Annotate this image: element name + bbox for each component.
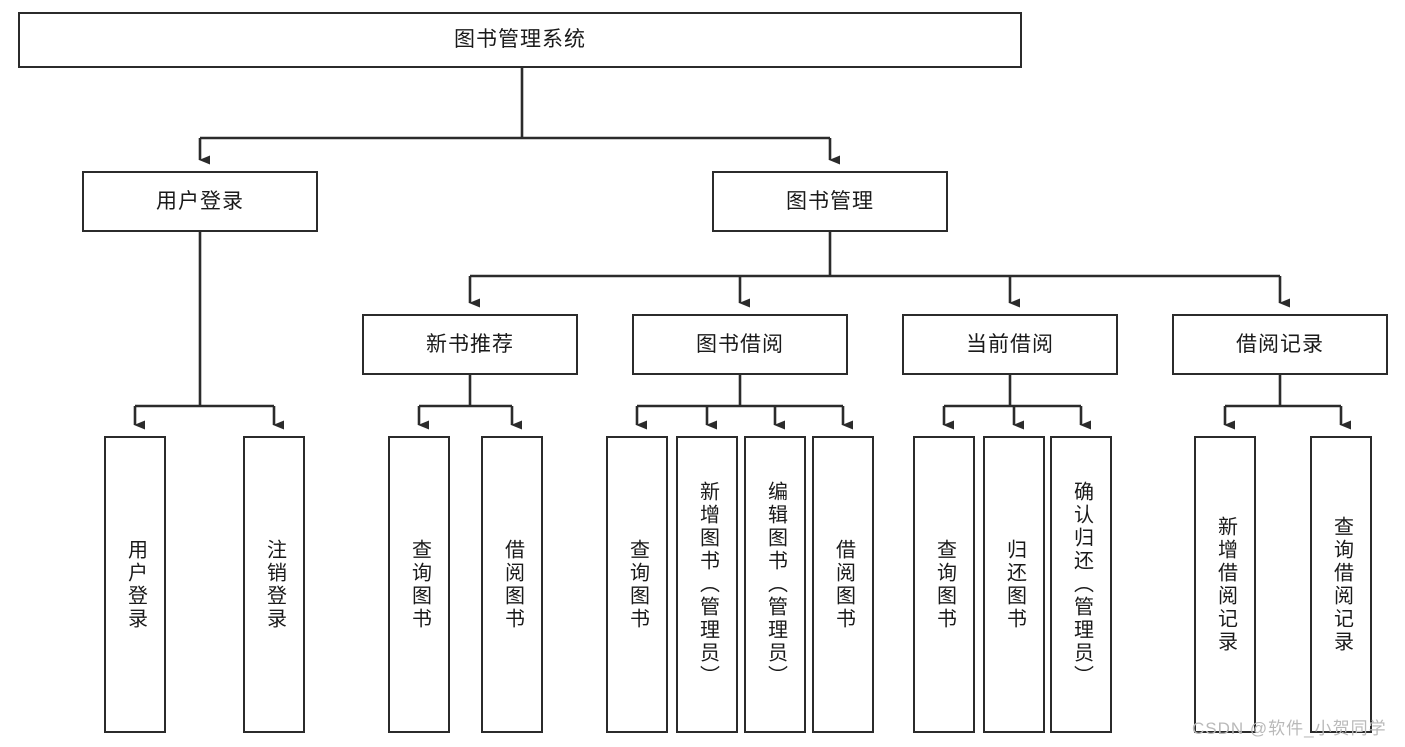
leaf-add-book-admin-label: 新增图书（管理员）: [696, 481, 719, 688]
leaf-return-book[interactable]: 归还图书: [983, 436, 1045, 733]
leaf-add-borrow-record[interactable]: 新增借阅记录: [1194, 436, 1256, 733]
node-current-borrow[interactable]: 当前借阅: [902, 314, 1118, 375]
leaf-return-book-label: 归还图书: [1003, 538, 1026, 631]
edge-group-root: [198, 68, 840, 165]
edge-group-new-book-recommend: [417, 375, 522, 430]
node-root-label: 图书管理系统: [454, 28, 586, 52]
edge-group-user-login: [133, 232, 284, 430]
leaf-borrow-book-rec-label: 借阅图书: [501, 538, 524, 631]
node-borrow-record-label: 借阅记录: [1236, 332, 1324, 356]
leaf-query-book-rec-label: 查询图书: [408, 538, 431, 631]
node-book-borrow[interactable]: 图书借阅: [632, 314, 848, 375]
leaf-edit-book-admin-label: 编辑图书（管理员）: [764, 481, 787, 688]
leaf-edit-book-admin[interactable]: 编辑图书（管理员）: [744, 436, 806, 733]
node-book-management-label: 图书管理: [786, 189, 874, 213]
node-book-borrow-label: 图书借阅: [696, 332, 784, 356]
leaf-user-login-label: 用户登录: [124, 538, 147, 631]
leaf-query-book-borrow-label: 查询图书: [626, 538, 649, 631]
leaf-borrow-book-rec[interactable]: 借阅图书: [481, 436, 543, 733]
leaf-user-login[interactable]: 用户登录: [104, 436, 166, 733]
node-user-login[interactable]: 用户登录: [82, 171, 318, 232]
leaf-add-book-admin[interactable]: 新增图书（管理员）: [676, 436, 738, 733]
leaf-borrow-book-label: 借阅图书: [832, 538, 855, 631]
leaf-add-borrow-record-label: 新增借阅记录: [1214, 515, 1237, 654]
node-new-book-recommend[interactable]: 新书推荐: [362, 314, 578, 375]
leaf-query-borrow-record[interactable]: 查询借阅记录: [1310, 436, 1372, 733]
leaf-query-book-borrow[interactable]: 查询图书: [606, 436, 668, 733]
leaf-logout[interactable]: 注销登录: [243, 436, 305, 733]
leaf-query-borrow-record-label: 查询借阅记录: [1330, 515, 1353, 654]
edge-group-borrow-record: [1223, 375, 1351, 430]
node-borrow-record[interactable]: 借阅记录: [1172, 314, 1388, 375]
leaf-confirm-return-admin[interactable]: 确认归还（管理员）: [1050, 436, 1112, 733]
edge-group-book-management: [468, 232, 1290, 308]
node-root[interactable]: 图书管理系统: [18, 12, 1022, 68]
node-current-borrow-label: 当前借阅: [966, 332, 1054, 356]
node-new-book-recommend-label: 新书推荐: [426, 332, 514, 356]
edge-group-book-borrow: [635, 375, 853, 430]
node-book-management[interactable]: 图书管理: [712, 171, 948, 232]
leaf-logout-label: 注销登录: [263, 538, 286, 631]
leaf-borrow-book[interactable]: 借阅图书: [812, 436, 874, 733]
node-user-login-label: 用户登录: [156, 189, 244, 213]
leaf-query-book-current[interactable]: 查询图书: [913, 436, 975, 733]
leaf-query-book-rec[interactable]: 查询图书: [388, 436, 450, 733]
leaf-query-book-current-label: 查询图书: [933, 538, 956, 631]
leaf-confirm-return-admin-label: 确认归还（管理员）: [1070, 481, 1093, 688]
edge-group-current-borrow: [942, 375, 1091, 430]
